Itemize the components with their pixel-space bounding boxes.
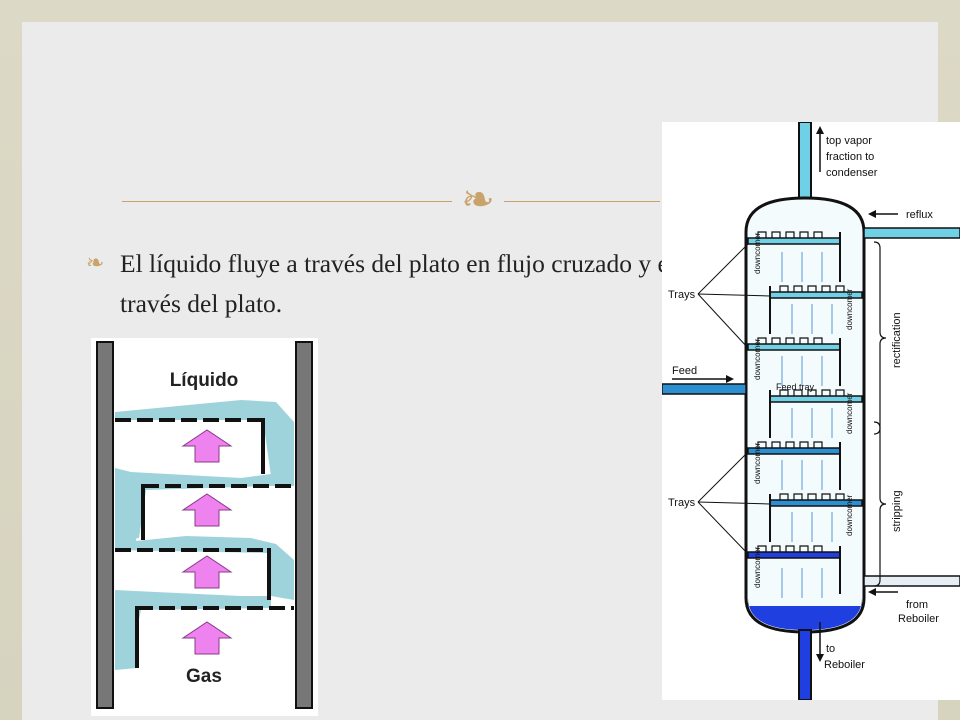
top-vapor-pipe: [798, 122, 812, 199]
reflux-pipe: [863, 227, 960, 239]
tray-pointers: [697, 243, 771, 555]
bottoms-liquid: [748, 598, 862, 630]
downcomer-label: downcomer: [845, 288, 854, 330]
label-top-vapor: top vapor: [826, 135, 872, 147]
label-feed: Feed: [672, 365, 697, 377]
divider-right: [504, 201, 660, 202]
bullet-mark-icon: ❧: [86, 251, 105, 276]
scroll-ornament-icon: ❧: [461, 177, 495, 223]
crossflow-tray-diagram: Líquido Gas: [91, 338, 318, 716]
vapor-arrow-icon: [181, 429, 233, 463]
label-top-vapor-3: condenser: [826, 167, 878, 179]
label-to-reboiler-2: Reboiler: [824, 659, 865, 671]
tray-plates: [115, 418, 294, 668]
downcomer-label: downcomer: [845, 494, 854, 536]
downcomer-label: downcomer: [753, 546, 762, 588]
section-brackets: [873, 241, 887, 587]
label-rectification: rectification: [891, 312, 903, 368]
label-from-reboiler-2: Reboiler: [898, 613, 939, 625]
tray-stack: [747, 231, 863, 598]
flow-arrows: [672, 126, 898, 662]
downcomer-label: downcomer: [753, 338, 762, 380]
column-wall-right: [295, 341, 313, 709]
distillation-column-diagram: downcomer downcomer downcomer downcomer …: [662, 122, 960, 700]
vapor-arrows: [181, 429, 233, 655]
column-shell: [744, 196, 866, 634]
downcomer-label: downcomer: [753, 232, 762, 274]
downcomer-label: downcomer: [845, 392, 854, 434]
label-gas: Gas: [186, 666, 222, 687]
right-arrow-icon: [726, 375, 734, 383]
column-wall-left: [96, 341, 114, 709]
divider-left: [122, 201, 452, 202]
bottom-pipe: [798, 629, 812, 700]
vapor-arrow-icon: [181, 621, 233, 655]
label-trays-bottom: Trays: [668, 497, 696, 509]
vapor-arrow-icon: [181, 493, 233, 527]
label-to-reboiler: to: [826, 643, 835, 655]
label-liquido: Líquido: [170, 370, 239, 391]
downcomer-label: downcomer: [753, 442, 762, 484]
label-stripping: stripping: [891, 490, 903, 532]
label-from-reboiler: from: [906, 599, 928, 611]
label-reflux: reflux: [906, 209, 933, 221]
vapor-arrow-icon: [181, 555, 233, 589]
label-feed-tray: Feed tray: [776, 382, 815, 392]
label-top-vapor-2: fraction to: [826, 151, 874, 163]
reboiler-return-pipe: [863, 575, 960, 587]
feed-pipe: [662, 383, 747, 395]
label-trays-top: Trays: [668, 289, 696, 301]
